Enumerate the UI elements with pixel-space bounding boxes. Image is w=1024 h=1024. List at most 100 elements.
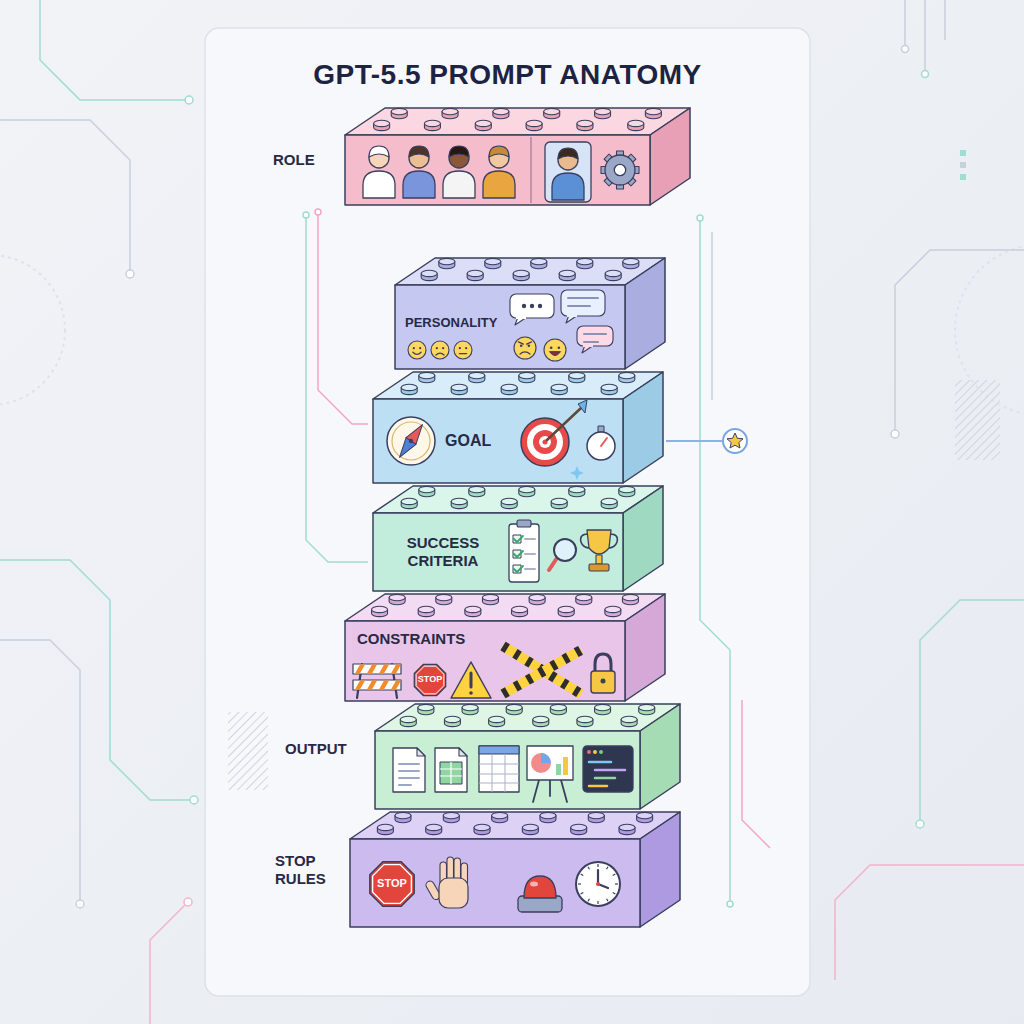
person-body — [363, 171, 395, 198]
check-text — [525, 538, 535, 540]
presentation-icon — [527, 746, 573, 802]
emoji-head — [514, 337, 536, 359]
gear-hole — [614, 164, 625, 175]
window-dot — [593, 750, 597, 754]
emoji-eye — [459, 347, 461, 349]
brick-top — [345, 108, 690, 135]
circuit-dot — [126, 270, 134, 278]
brick-top — [395, 258, 665, 285]
brick-label: OUTPUT — [285, 740, 359, 758]
window-dot — [599, 750, 603, 754]
brick-side — [640, 812, 680, 927]
brick-stud-top — [395, 812, 411, 818]
bubble-seam — [583, 343, 593, 347]
brick-block: CONSTRAINTS — [345, 594, 665, 701]
emoji-head — [431, 341, 449, 359]
check-mark — [514, 566, 523, 572]
brick-shape — [395, 258, 665, 369]
magnifier-icon — [549, 539, 576, 570]
brick-stud-top — [605, 606, 621, 612]
brick-top — [375, 704, 680, 731]
brick-stud-top — [493, 108, 509, 114]
magnifier-handle — [549, 558, 557, 570]
brick-stud-top — [551, 384, 567, 390]
brick-stud-top — [401, 384, 417, 390]
circuit-dot — [902, 46, 909, 53]
brick-stud-top — [569, 486, 585, 492]
brick-stud-top — [489, 716, 505, 722]
brick-stud-top — [418, 606, 434, 612]
brick-stud-top — [559, 270, 575, 276]
emoji-face — [514, 337, 536, 359]
circuit-line — [0, 120, 130, 270]
arrow-shaft — [547, 408, 581, 440]
person-body — [443, 171, 475, 198]
portrait-frame — [545, 142, 591, 202]
brick-stud-top — [436, 594, 452, 600]
speech-bubble — [577, 326, 613, 353]
sheet-grid — [440, 762, 462, 784]
star-badge — [723, 429, 747, 453]
brick-shape — [350, 812, 680, 927]
compass-icon — [387, 417, 435, 465]
clock-tick — [607, 867, 609, 870]
brick-stud-top — [522, 824, 538, 830]
brick-stud-top — [501, 498, 517, 504]
brick-illustration — [509, 520, 617, 582]
bubble-seam — [567, 313, 577, 317]
label-slot: GOAL — [445, 431, 507, 450]
emoji-face — [454, 341, 472, 359]
brick-label: STOP RULES — [275, 852, 337, 888]
speech-bubble — [510, 294, 554, 325]
brick-stud-top — [419, 372, 435, 378]
emoji-eye — [419, 347, 421, 349]
brick-stud-top — [439, 258, 455, 264]
caution-tape — [503, 646, 581, 694]
bubble-dot — [522, 304, 526, 308]
check-text — [525, 568, 535, 570]
brick-stud-top — [526, 120, 542, 126]
brick-stud-top — [621, 716, 637, 722]
deco-square — [960, 174, 966, 180]
padlock-icon — [591, 654, 615, 693]
circuit-dot — [916, 820, 924, 828]
brick-stud-top — [544, 108, 560, 114]
brick-stud-top — [426, 824, 442, 830]
hand-icon — [425, 857, 468, 908]
clock-tick — [615, 883, 618, 884]
target-icon — [521, 400, 587, 466]
brick-side — [625, 594, 665, 701]
person-icon — [403, 146, 435, 198]
brick-stud-top — [372, 606, 388, 612]
trophy-icon — [581, 530, 618, 571]
brick-stud-top — [550, 704, 566, 710]
brick-block: ROLE — [345, 108, 690, 205]
bubble-body — [577, 326, 613, 346]
circuit-dot — [190, 796, 198, 804]
brick-shape — [345, 108, 690, 205]
circuit-line — [0, 640, 80, 900]
brick-stud-top — [569, 372, 585, 378]
label-slot: STOP RULES — [275, 852, 337, 888]
brick-stud-top — [451, 498, 467, 504]
warning-bar — [470, 673, 473, 687]
stop-sign — [370, 862, 414, 906]
barricade-stripe — [367, 665, 377, 674]
bar-chart — [563, 757, 568, 775]
brick-stud-top — [475, 120, 491, 126]
circuit-dot — [184, 898, 192, 906]
emoji-head — [454, 341, 472, 359]
brick-stud-top — [577, 120, 593, 126]
code-line — [595, 769, 625, 772]
clock-tick — [597, 901, 598, 904]
brick-stud-top — [444, 716, 460, 722]
brick-illustration — [353, 646, 615, 698]
padlock-shackle — [595, 654, 611, 672]
brick-stud-top — [533, 716, 549, 722]
bubble-line — [568, 297, 598, 299]
stopwatch-hand — [601, 438, 607, 446]
brick-stud-top — [506, 704, 522, 710]
brick-stud-top — [588, 812, 604, 818]
brick-top — [373, 372, 663, 399]
circuit-line — [920, 600, 1024, 820]
